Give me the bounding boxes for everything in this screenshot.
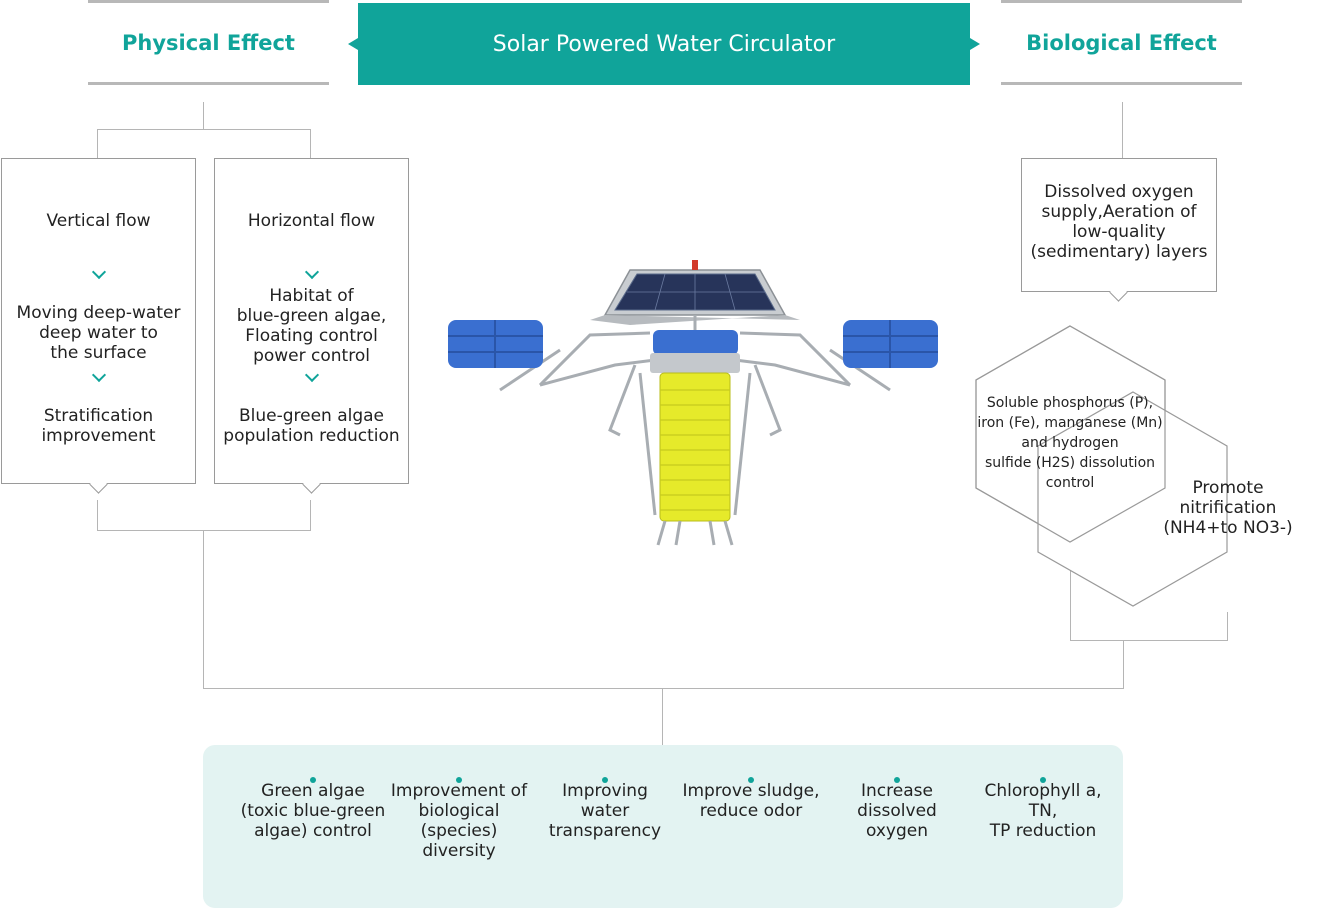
connector-line (203, 530, 204, 688)
physical-effect-heading: Physical Effect (88, 0, 329, 85)
connector-line (203, 102, 204, 129)
connector-line (310, 129, 311, 159)
chevron-down-icon (304, 264, 319, 280)
bullet-dot-icon (602, 777, 608, 783)
hexagon-nitrification-text: Promote nitrification (NH4+to NO3-) (1163, 478, 1293, 538)
horizontal-flow-title: Horizontal flow (247, 211, 376, 231)
circulator-device-illustration (448, 260, 938, 546)
connector-line (1123, 640, 1124, 689)
vertical-flow-box: Vertical flow Moving deep-water deep wat… (1, 158, 196, 494)
banner-arrow-right-icon (970, 38, 980, 50)
horizontal-flow-step1: Habitat of blue-green algae, Floating co… (236, 286, 387, 366)
chevron-down-icon (91, 367, 106, 383)
box-pointer (88, 475, 108, 494)
title-banner: Solar Powered Water Circulator (348, 3, 980, 85)
bullet-dot-icon (310, 777, 316, 783)
connector-line (97, 129, 311, 130)
bullet-dot-icon (1040, 777, 1046, 783)
dissolved-oxygen-box: Dissolved oxygen supply,Aeration of low-… (1021, 158, 1217, 302)
bullet-dot-icon (748, 777, 754, 783)
result-dissolved-oxygen: Increase dissolved oxygen (857, 781, 937, 841)
chevron-down-icon (304, 367, 319, 383)
hexagon-phosphorus-text: Soluble phosphorus (P), iron (Fe), manga… (977, 395, 1163, 491)
connector-line (97, 129, 98, 159)
result-green-algae: Green algae (toxic blue-green algae) con… (240, 781, 386, 841)
hexagon-phosphorus-outline (975, 325, 1166, 543)
vertical-flow-title: Vertical flow (46, 211, 151, 231)
chevron-down-icon (91, 264, 106, 280)
dissolved-oxygen-text: Dissolved oxygen supply,Aeration of low-… (1030, 182, 1208, 262)
box-pointer (1109, 283, 1128, 302)
hexagon-shapes (975, 325, 1228, 607)
connector-line (662, 688, 663, 745)
connector-line (310, 500, 311, 530)
banner-arrow-left-icon (348, 38, 358, 50)
connector-line (97, 530, 311, 531)
connector-line (1070, 548, 1071, 640)
box-pointer (301, 475, 321, 494)
connector-line (203, 688, 1124, 689)
physical-effect-title: Physical Effect (122, 30, 295, 55)
connector-line (1227, 612, 1228, 640)
connector-line (1070, 640, 1228, 641)
connector-line (1122, 102, 1123, 158)
banner-title: Solar Powered Water Circulator (492, 31, 836, 57)
results-panel: Green algae (toxic blue-green algae) con… (203, 745, 1123, 908)
result-sludge-odor: Improve sludge, reduce odor (682, 781, 820, 821)
result-biodiversity: Improvement of biological (species) dive… (390, 781, 528, 861)
hexagon-nitrification (1037, 391, 1228, 607)
result-chlorophyll: Chlorophyll a, TN, TP reduction (984, 781, 1102, 841)
biological-effect-title: Biological Effect (1026, 30, 1217, 55)
result-transparency: Improving water transparency (548, 781, 662, 841)
bullet-dot-icon (894, 777, 900, 783)
connector-line (97, 500, 98, 530)
horizontal-flow-step2: Blue-green algae population reduction (223, 406, 400, 446)
horizontal-flow-box: Horizontal flow Habitat of blue-green al… (214, 158, 409, 494)
vertical-flow-step2: Stratification improvement (41, 406, 156, 446)
vertical-flow-step1: Moving deep-water deep water to the surf… (16, 303, 181, 363)
biological-effect-heading: Biological Effect (1001, 0, 1242, 85)
bullet-dot-icon (456, 777, 462, 783)
